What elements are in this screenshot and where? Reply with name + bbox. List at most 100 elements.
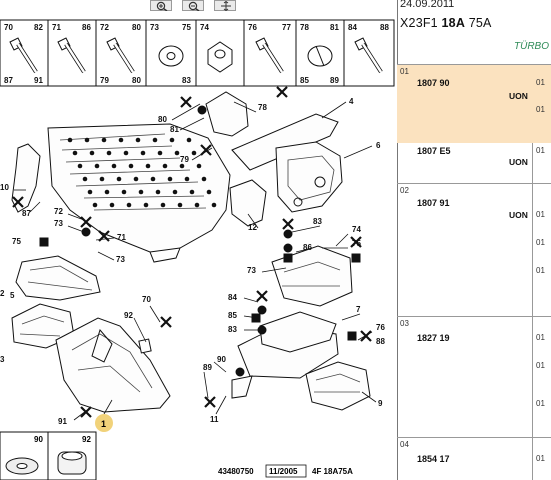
callout-label[interactable]: 6 [376,141,381,150]
leader-line [361,391,377,403]
callout-label[interactable]: 89 [203,363,212,372]
callout-label[interactable]: 73 [54,219,63,228]
leader-line [247,213,259,229]
vehicle-model: X23F1 18A 75A [400,16,492,30]
nut-marker [257,305,267,315]
bolt-cross-marker [256,290,268,302]
nut-marker [81,227,91,237]
bolt-icon [255,37,284,74]
leader-line [67,225,85,233]
diagram-ref: 43480750 [218,467,254,476]
leader-line [103,399,113,415]
callout-label[interactable]: 73 [247,266,256,275]
hardware-label: 75 [182,23,191,32]
callout-label[interactable]: 90 [217,355,226,364]
part-row[interactable]: 04 1854 17 01 [400,440,545,464]
hardware-label: 79 [100,76,109,85]
zoom-in-button[interactable] [150,0,172,11]
gearbox-mount [231,245,371,411]
parts-list-panel: 24.09.2011 X23F1 18A 75A TÜRBO 01 1807 9… [397,0,551,480]
nut-marker [257,325,267,335]
nut-marker [235,367,245,377]
hardware-label: 77 [282,23,291,32]
callout-label[interactable]: 85 [228,311,237,320]
pan-icon [221,1,231,11]
part-row[interactable]: 03 1827 19 01 01 01 [400,319,545,408]
callout-label[interactable]: 3 [0,355,5,364]
bolt-icon [9,37,38,74]
cylinder-head [11,123,231,263]
leader-line [243,297,259,303]
callout-label[interactable]: 84 [228,293,237,302]
callout-label[interactable]: 70 [142,295,151,304]
part-row[interactable]: 01 1807 90 UON 01 01 [397,65,551,143]
leader-line [321,101,347,119]
callout-label[interactable]: 4 [349,97,354,106]
callout-label[interactable]: 12 [248,223,257,232]
hardware-label: 88 [380,23,389,32]
callout-label[interactable]: 11 [210,415,219,424]
zoom-out-button[interactable] [182,0,204,11]
callout-label[interactable]: 78 [258,103,267,112]
callout-label[interactable]: 71 [117,233,126,242]
callout-label[interactable]: 79 [180,155,189,164]
bolt-icon [307,45,333,67]
callout-label[interactable]: 92 [124,311,133,320]
leader-line [171,103,201,121]
callout-label[interactable]: 74 [352,225,361,234]
leader-line [149,305,161,323]
hardware-label: 71 [52,23,61,32]
hardware-cell[interactable]: 74 [195,19,245,87]
callout-label[interactable]: 83 [313,217,322,226]
bolt-cross-marker [180,96,192,108]
callout-label[interactable]: 76 [376,323,385,332]
callout-label[interactable]: 72 [54,207,63,216]
callout-label[interactable]: 81 [170,125,179,134]
diagram-code: 4F 18A75A [312,467,353,476]
pan-button[interactable] [214,0,236,11]
leader-line [343,145,373,159]
callout-label[interactable]: 10 [0,183,9,192]
leader-line [213,361,227,373]
bolt-cross-marker [80,216,92,228]
bolt-cross-marker [282,218,294,230]
callout-label[interactable]: 87 [22,209,31,218]
part-row[interactable]: 02 1807 91 UON 01 01 01 [400,186,545,275]
callout-label[interactable]: 91 [58,417,67,426]
engine-type: TÜRBO [514,41,549,52]
hardware-label: 91 [34,76,43,85]
part-row[interactable]: 1807 E5 UON 01 [417,146,545,167]
bolt-cross-marker [12,196,24,208]
callout-label[interactable]: 88 [376,337,385,346]
bolt-icon [57,37,86,74]
hardware-label: 83 [182,76,191,85]
leader-line [179,117,205,131]
leader-line [215,395,227,415]
callout-label[interactable]: 83 [228,325,237,334]
callout-label[interactable]: 75 [352,239,361,248]
hardware-label: 85 [300,76,309,85]
callout-label[interactable]: 9 [378,399,383,408]
highlight-callout[interactable] [95,414,113,432]
nut-marker [283,243,293,253]
callout-label[interactable]: 80 [158,115,167,124]
washer-marker [347,331,357,341]
callout-label[interactable]: 2 [0,289,5,298]
engine-mount-right [205,91,343,227]
callout-label[interactable]: 5 [10,291,15,300]
callout-label[interactable]: 75 [12,237,21,246]
bolt-cross-marker [80,406,92,418]
callout-label[interactable]: 73 [116,255,125,264]
leader-line [133,317,147,343]
callout-label[interactable]: 86 [303,243,312,252]
bolt-cross-marker [276,86,288,98]
callout-label[interactable]: 7 [356,305,361,314]
